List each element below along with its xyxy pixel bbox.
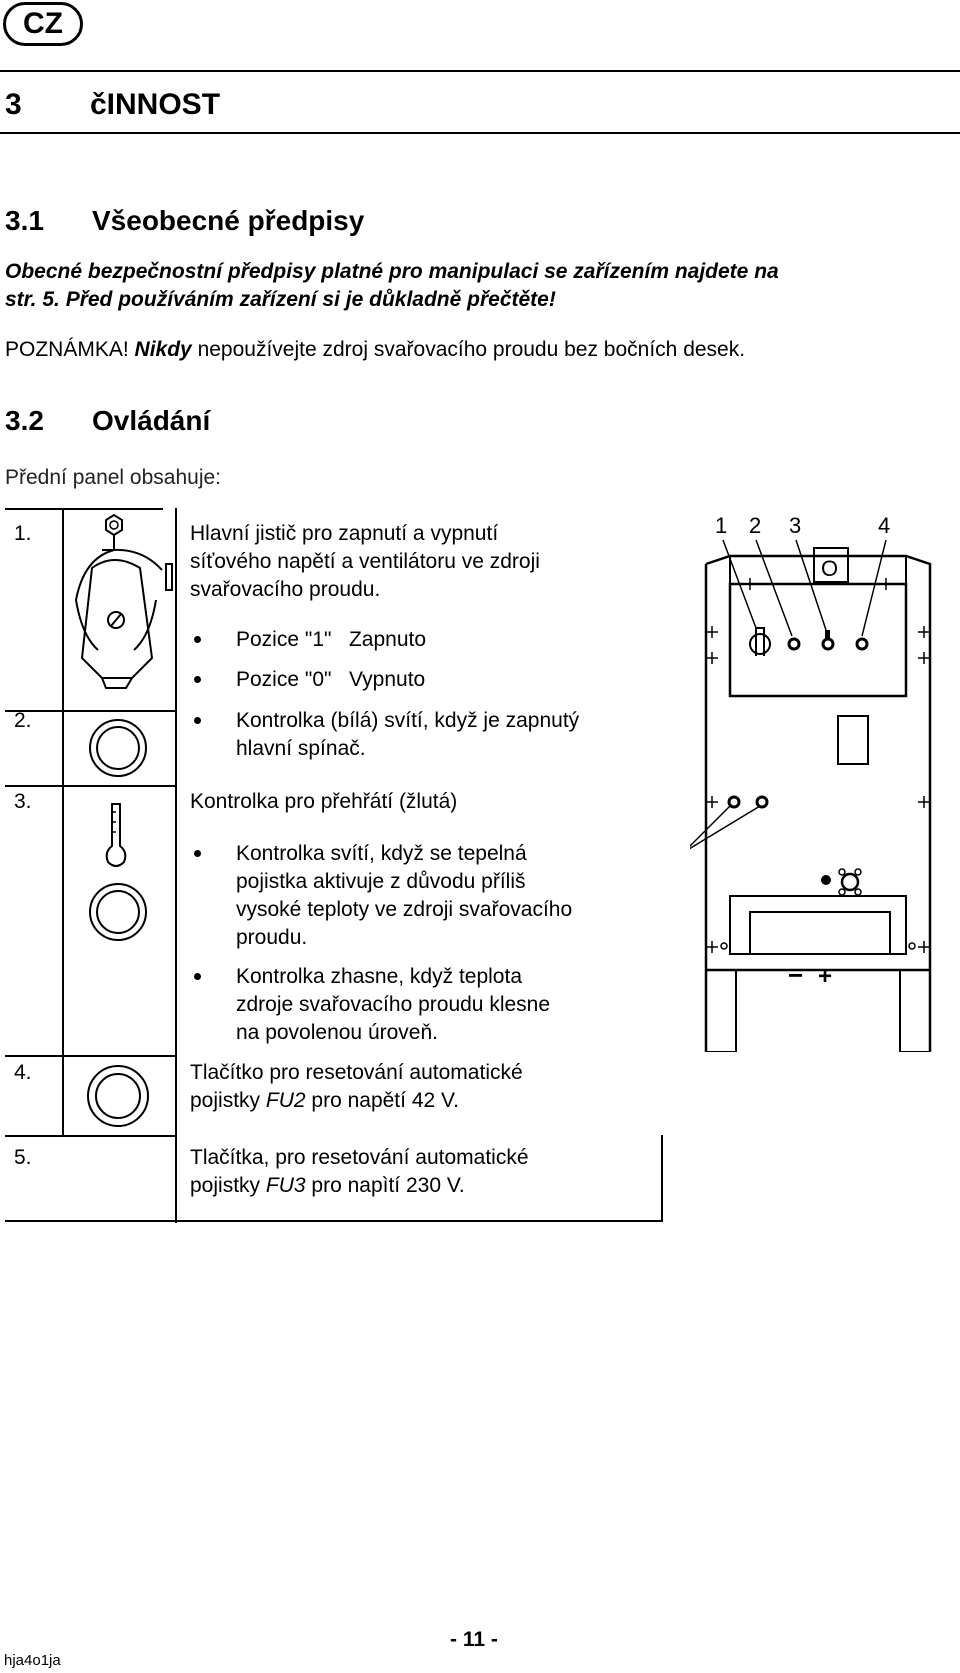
item-3-number: 3. xyxy=(14,790,32,813)
language-badge: CZ xyxy=(3,2,83,46)
item-2-bullet-line-1: Kontrolka (bílá) svítí, když je zapnutý xyxy=(193,707,579,735)
row-divider-1 xyxy=(5,710,175,712)
safety-intro-line2: str. 5. Před používáním zařízení si je d… xyxy=(5,288,556,311)
row-divider-4 xyxy=(5,1135,175,1137)
plus-terminal-label: + xyxy=(818,963,832,990)
document-code: hja4o1ja xyxy=(4,1652,61,1669)
item-3-bullet-1-line-1: Kontrolka svítí, když se tepelná xyxy=(194,840,527,868)
item-4-line-1: Tlačítko pro resetování automatické xyxy=(190,1061,523,1084)
item-4-line-2: pojistky FU2 pro napětí 42 V. xyxy=(190,1087,459,1115)
item-4-line-2-post: pro napětí 42 V. xyxy=(311,1089,459,1112)
header-rule-bottom xyxy=(0,132,960,134)
item-5-line-2-post: pro napìtí 230 V. xyxy=(311,1174,465,1197)
callout-2-label: 2 xyxy=(749,513,761,538)
note-emphasis: Nikdy xyxy=(134,338,192,361)
item-1-line-1: Hlavní jistič pro zapnutí a vypnutí xyxy=(190,522,499,545)
item-1-bullet-on: Pozice "1" Zapnuto xyxy=(193,626,426,654)
item-3-title: Kontrolka pro přehřátí (žlutá) xyxy=(190,790,458,813)
item-3-bullet-1-line-4: proudu. xyxy=(236,926,308,949)
table-bottom-rule xyxy=(5,1220,663,1222)
page-number: - 11 - xyxy=(450,1628,498,1651)
item-1-line-2: síťového napětí a ventilátoru ve zdroji xyxy=(190,550,540,573)
item-3-bullet-1-line-3: vysoké teploty ve zdroji svařovacího xyxy=(236,898,573,921)
item-5-number: 5. xyxy=(14,1146,32,1169)
minus-terminal-label: − xyxy=(788,960,803,990)
table-right-edge xyxy=(661,1135,663,1222)
header-rule-top xyxy=(0,70,960,72)
item-5-line-1: Tlačítka, pro resetování automatické xyxy=(190,1146,529,1169)
fuse-fu3-label: FU3 xyxy=(265,1174,306,1197)
item-3-bullet-2-line-2: zdroje svařovacího proudu klesne xyxy=(236,993,551,1016)
chapter-title: čINNOST xyxy=(90,88,221,121)
row-divider-2 xyxy=(5,785,175,787)
section-3-2-title: Ovládání xyxy=(92,405,211,436)
item-2-number: 2. xyxy=(14,709,32,732)
note-label: POZNÁMKA! xyxy=(5,338,129,361)
top-switch-mark: O xyxy=(821,556,838,581)
table-left-divider xyxy=(62,508,64,1135)
note-paragraph: POZNÁMKA! Nikdy nepoužívejte zdroj svařo… xyxy=(5,335,745,365)
table-top-rule xyxy=(5,508,163,510)
callout-4-label: 4 xyxy=(878,513,890,538)
white-lamp-icon xyxy=(89,719,147,777)
item-3-bullet-2-line-1: Kontrolka zhasne, když teplota xyxy=(193,963,522,991)
front-panel-diagram: 1 2 3 4 5 O xyxy=(690,513,932,1052)
safety-intro-line1: Obecné bezpečnostní předpisy platné pro … xyxy=(5,260,779,283)
section-3-1-title: Všeobecné předpisy xyxy=(92,205,365,236)
item-5-line-2: pojistky FU3 pro napìtí 230 V. xyxy=(190,1172,465,1200)
item-3-bullet-2-line-3: na povolenou úroveň. xyxy=(236,1021,438,1044)
row-divider-3 xyxy=(5,1055,175,1057)
callout-1-label: 1 xyxy=(715,513,727,538)
main-switch-icon xyxy=(75,513,173,689)
item-4-line-2-pre: pojistky xyxy=(190,1089,261,1112)
section-3-2-number: 3.2 xyxy=(5,405,44,436)
chapter-number: 3 xyxy=(5,88,22,121)
item-3-bullet-1-line-2: pojistka aktivuje z důvodu příliš xyxy=(236,870,526,893)
callout-3-label: 3 xyxy=(789,513,801,538)
item-2-line-2: hlavní spínač. xyxy=(236,737,366,760)
front-panel-intro: Přední panel obsahuje: xyxy=(5,466,221,489)
overheat-lamp-icon xyxy=(89,803,147,941)
fuse-fu2-label: FU2 xyxy=(265,1089,306,1112)
item-1-line-3: svařovacího proudu. xyxy=(190,578,381,601)
item-1-number: 1. xyxy=(14,522,32,545)
top-switch-box xyxy=(813,547,849,583)
item-4-number: 4. xyxy=(14,1061,32,1084)
item-5-line-2-pre: pojistky xyxy=(190,1174,261,1197)
reset-button-fu2-icon xyxy=(87,1065,149,1127)
note-text: nepoužívejte zdroj svařovacího proudu be… xyxy=(197,338,746,361)
table-icon-divider xyxy=(175,508,177,1223)
section-3-1-number: 3.1 xyxy=(5,205,44,236)
item-1-bullet-off: Pozice "0" Vypnuto xyxy=(193,666,425,694)
